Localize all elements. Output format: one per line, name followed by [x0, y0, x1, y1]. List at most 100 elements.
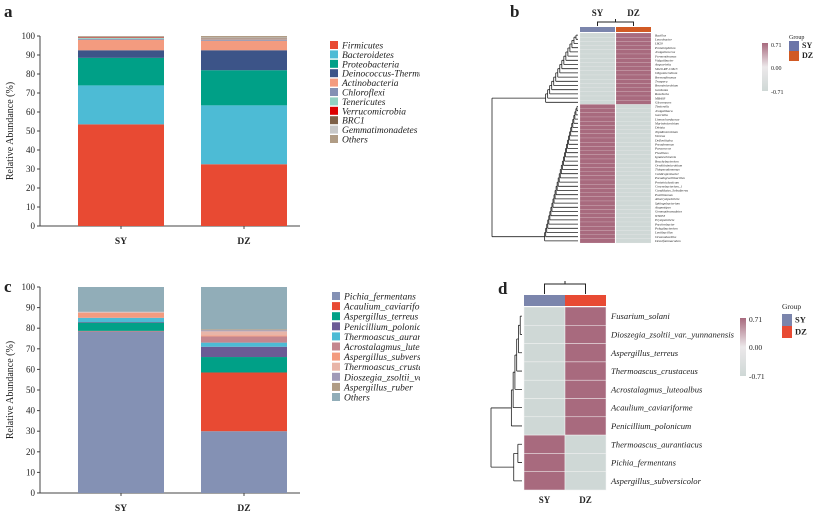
legend-swatch [332, 393, 340, 401]
row-label: Desulfotomaculum [654, 239, 681, 243]
heatmap-cell [616, 71, 651, 75]
heatmap-cell [580, 67, 615, 71]
heatmap-cell [524, 325, 565, 343]
row-label: Penicillium_polonicum [610, 421, 691, 431]
legend-swatch [330, 116, 338, 124]
group-legend-label: DZ [795, 327, 807, 337]
heatmap-cell [580, 83, 615, 87]
x-tick-label: SY [115, 237, 127, 247]
heatmap-cell [616, 92, 651, 96]
heatmap-cell [616, 230, 651, 234]
legend-label: Thermoascus_aurantiacus [344, 333, 420, 343]
heatmap-cell [580, 117, 615, 121]
bar-segment [201, 41, 287, 51]
heatmap-cell [616, 33, 651, 37]
heatmap-cell [616, 159, 651, 163]
heatmap-cell [616, 50, 651, 54]
row-label: Aspergillus_terreus [610, 348, 679, 358]
heatmap-cell [580, 205, 615, 209]
bar-segment [201, 164, 287, 226]
heatmap-cell [580, 79, 615, 83]
heatmap-cell [580, 218, 615, 222]
column-label: DZ [627, 8, 640, 18]
heatmap-cell [616, 146, 651, 150]
heatmap-cell [580, 176, 615, 180]
bar-segment [201, 36, 287, 38]
bar-segment [78, 323, 164, 331]
heatmap-cell [580, 230, 615, 234]
heatmap-cell [616, 54, 651, 58]
color-scale-bar [762, 43, 768, 91]
heatmap-cell [580, 62, 615, 66]
heatmap-cell [616, 222, 651, 226]
heatmap-cell [580, 75, 615, 79]
y-tick-label: 50 [26, 385, 36, 395]
heatmap-cell [524, 453, 565, 471]
y-tick-label: 20 [26, 183, 36, 193]
bar-segment [201, 329, 287, 330]
bar-segment [201, 357, 287, 372]
bar-segment [78, 40, 164, 50]
x-tick-label: SY [115, 504, 127, 514]
heatmap-cell [580, 163, 615, 167]
heatmap-cell [616, 226, 651, 230]
bar-segment [201, 347, 287, 357]
heatmap-cell [524, 362, 565, 380]
legend-swatch [332, 292, 340, 300]
legend-label: Thermoascus_crustaceus [344, 363, 420, 373]
color-scale-max: 0.71 [749, 315, 762, 324]
legend-swatch [330, 50, 338, 58]
heatmap-cell [580, 41, 615, 45]
heatmap-cell [616, 205, 651, 209]
bar-segment [201, 336, 287, 342]
y-tick-label: 0 [31, 488, 36, 498]
heatmap-cell [616, 176, 651, 180]
bar-segment [78, 318, 164, 322]
legend-swatch [332, 373, 340, 381]
bar-segment [78, 58, 164, 86]
heatmap-cell [580, 130, 615, 134]
panel-letter-d: d [498, 279, 507, 299]
heatmap-cell [616, 58, 651, 62]
group-legend-title: Group [782, 302, 801, 311]
legend-label: Others [344, 394, 370, 404]
bar-segment [78, 39, 164, 40]
bar-segment [201, 335, 287, 336]
legend-swatch [330, 41, 338, 49]
column-group-bar [580, 27, 615, 32]
bar-segment [78, 322, 164, 323]
heatmap-cell [565, 325, 606, 343]
heatmap-cell [565, 435, 606, 453]
heatmap-cell [565, 417, 606, 435]
legend-swatch [330, 97, 338, 105]
legend-label: Aspergillus_ruber [343, 383, 413, 393]
heatmap-cell [580, 193, 615, 197]
legend-label: Aspergillus_subversicolor [343, 353, 420, 363]
color-scale-max: 0.71 [771, 43, 782, 49]
column-dendrogram [598, 19, 634, 26]
color-scale-mid: 0.00 [749, 343, 762, 352]
heatmap-cell [580, 54, 615, 58]
heatmap-cell [580, 71, 615, 75]
column-group-bar [565, 295, 606, 306]
row-label: Fusarium_solani [610, 311, 670, 321]
group-legend-swatch [789, 51, 799, 61]
heatmap-cell [616, 46, 651, 50]
heatmap-cell [580, 209, 615, 213]
heatmap-cell [524, 344, 565, 362]
y-tick-label: 90 [26, 303, 36, 313]
heatmap-cell [616, 130, 651, 134]
y-tick-label: 60 [26, 364, 36, 374]
heatmap-cell [580, 109, 615, 113]
heatmap-cell [580, 239, 615, 243]
heatmap-cell [580, 37, 615, 41]
heatmap-cell [580, 180, 615, 184]
bar-segment [78, 38, 164, 39]
color-scale-min: -0.71 [749, 372, 765, 381]
bar-segment [201, 70, 287, 105]
heatmap-cell [524, 307, 565, 325]
group-legend-label: DZ [802, 51, 813, 60]
